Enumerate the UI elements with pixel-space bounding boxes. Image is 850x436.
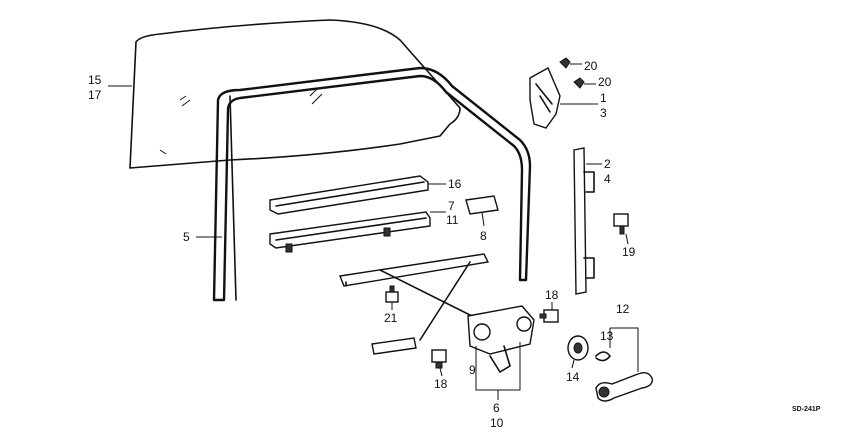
callout-19: 19 [622,245,636,259]
glass-stop [465,195,499,215]
callout-20-upper: 20 [584,59,598,73]
rear-guide-rail [573,147,587,295]
regulator-top-rail [339,253,490,287]
callout-11: 11 [446,213,459,227]
handle-clip [595,351,611,362]
callout-21: 21 [384,311,398,325]
regulator-sector-gear [489,345,511,373]
callout-8: 8 [480,229,487,243]
callout-18-upper: 18 [545,288,559,302]
callout-17: 17 [88,88,102,102]
regulator-pivot [473,323,491,341]
screw [559,57,582,69]
callout-12: 12 [616,302,630,316]
callout-14: 14 [566,370,580,384]
strip-clip [383,227,391,237]
callout-10: 10 [490,416,504,430]
outer-weatherstrip [269,175,429,215]
callout-4: 4 [604,172,611,186]
callout-15: 15 [88,73,102,87]
strip-groove [275,217,427,241]
screw [573,77,596,89]
channel-inner-edge [229,95,237,301]
bolt [385,285,399,303]
glass-edge [159,149,167,155]
callout-18-lower: 18 [434,377,448,391]
inner-weatherstrip [269,211,431,249]
regulator-gear-plate [467,305,535,355]
vent-bracket [529,67,561,129]
callout-13: 13 [600,329,614,343]
bolt [539,309,559,323]
door-glass [129,19,461,169]
callout-3: 3 [600,106,607,120]
regulator-lower-slider [371,337,417,355]
handle-hub [598,386,610,398]
glass-glare [179,95,191,107]
regulator-handle [595,371,653,402]
callout-1: 1 [600,91,607,105]
callout-7: 7 [448,199,455,213]
callout-20-lower: 20 [598,75,612,89]
regulator-spindle [516,316,532,332]
strip-groove [275,181,425,207]
rail-brackets [583,171,595,279]
glass-run-channel [212,66,532,302]
bracket-ribs [535,83,553,113]
callout-5: 5 [183,230,190,244]
leader-lines [108,85,639,400]
bolt [613,213,629,235]
callout-6: 6 [493,401,500,415]
callout-9: 9 [469,363,476,377]
strip-clip [285,243,293,253]
bolt [431,349,447,369]
diagram-code: SD-241P [792,406,821,413]
callout-2: 2 [604,157,611,171]
handle-spacer [567,335,589,361]
callout-16: 16 [448,177,462,191]
